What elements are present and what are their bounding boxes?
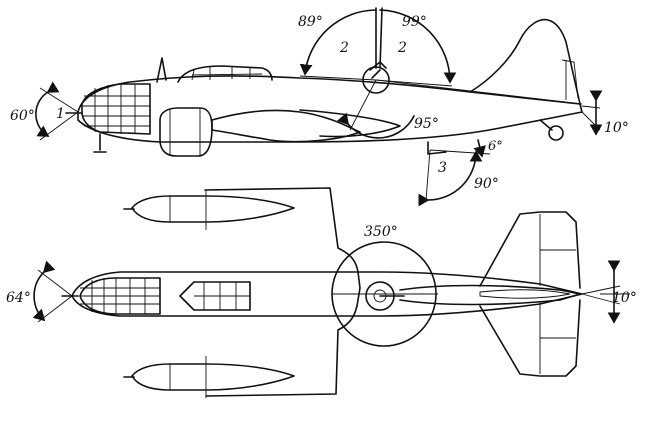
side-nose-glazing [81,83,151,135]
plan-nose-glazing [79,277,161,315]
side-ventral-gun [427,141,447,155]
side-turret-guns [375,7,383,69]
plan-upper-nacelle [131,195,295,223]
side-canopy [177,65,273,83]
side-ventral-small-arc [473,139,486,158]
label-plan-turret-angle: 350° [364,224,398,240]
plan-view [32,187,630,398]
plan-lower-nacelle [131,363,295,391]
side-tail-wheel [548,125,564,141]
side-canopy-frame [191,67,263,81]
plan-nose-arc [32,260,56,322]
label-ventral-arc-angle: 90° [474,176,499,192]
label-top-turret-right-angle: 99° [402,14,427,30]
side-ventral-arc [418,150,483,207]
side-turret-arc-right [379,9,457,84]
side-turret-arc-down [336,112,415,139]
side-engine-nacelle [159,107,213,157]
side-nose-arc [35,81,60,137]
label-top-turret-down-angle: 95° [414,116,439,132]
label-top-turret-left-zone: 2 [339,40,349,56]
side-wing-root [299,109,401,138]
label-plan-tail-angle: 10° [612,290,637,306]
label-plan-nose-angle: 64° [6,290,31,306]
label-side-nose-angle: 60° [10,108,35,124]
plan-upper-stabilizer [479,211,581,289]
side-nose-gear [93,133,107,153]
side-fuselage [77,75,583,143]
side-tail-fin [469,18,581,105]
label-side-nose-zone: 1 [56,106,65,122]
label-tail-angle: 10° [604,120,629,136]
side-antenna [156,57,167,83]
label-ventral-angle: 6° [488,139,503,154]
plan-lower-stabilizer [479,299,581,377]
label-top-turret-left-angle: 89° [298,14,323,30]
plan-tail-cone [399,284,581,306]
label-top-turret-right-zone: 2 [397,40,407,56]
label-ventral-zone: 3 [438,160,447,176]
side-turret-arc-left [299,9,377,76]
side-view [35,7,603,207]
side-wing [211,109,361,143]
